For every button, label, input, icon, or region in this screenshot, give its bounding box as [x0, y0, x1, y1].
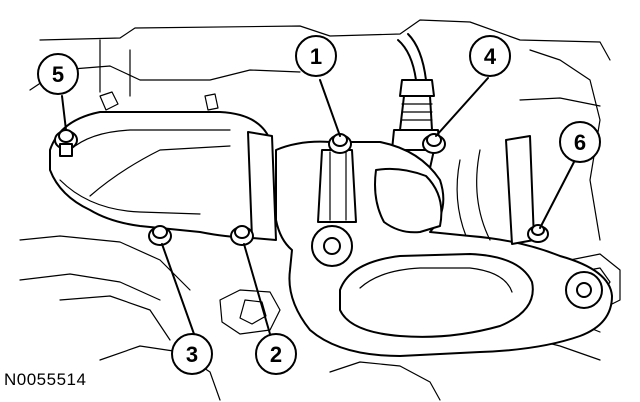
callout-4-label: 4	[484, 44, 497, 69]
bolt-3[interactable]	[148, 225, 172, 246]
bolt-4[interactable]	[422, 133, 446, 154]
callout-2: 2	[255, 333, 297, 375]
callout-5-label: 5	[52, 62, 64, 87]
manifold-left-runner	[49, 111, 277, 241]
callout-6: 6	[559, 121, 601, 163]
figure-id: N0055514	[4, 370, 87, 389]
callout-1: 1	[295, 35, 337, 77]
bolt-1[interactable]	[328, 133, 352, 154]
bolt-5[interactable]	[54, 129, 78, 157]
manifold-collector	[275, 135, 613, 357]
callout-4: 4	[469, 35, 511, 77]
callout-5: 5	[37, 53, 79, 95]
callout-3-label: 3	[186, 342, 198, 367]
bolt-2[interactable]	[230, 225, 254, 246]
callout-2-label: 2	[270, 342, 282, 367]
leader-lines	[61, 77, 575, 335]
callout-6-label: 6	[574, 130, 586, 155]
callout-1-label: 1	[310, 44, 322, 69]
callout-3: 3	[171, 333, 213, 375]
bolt-6[interactable]	[527, 224, 549, 243]
